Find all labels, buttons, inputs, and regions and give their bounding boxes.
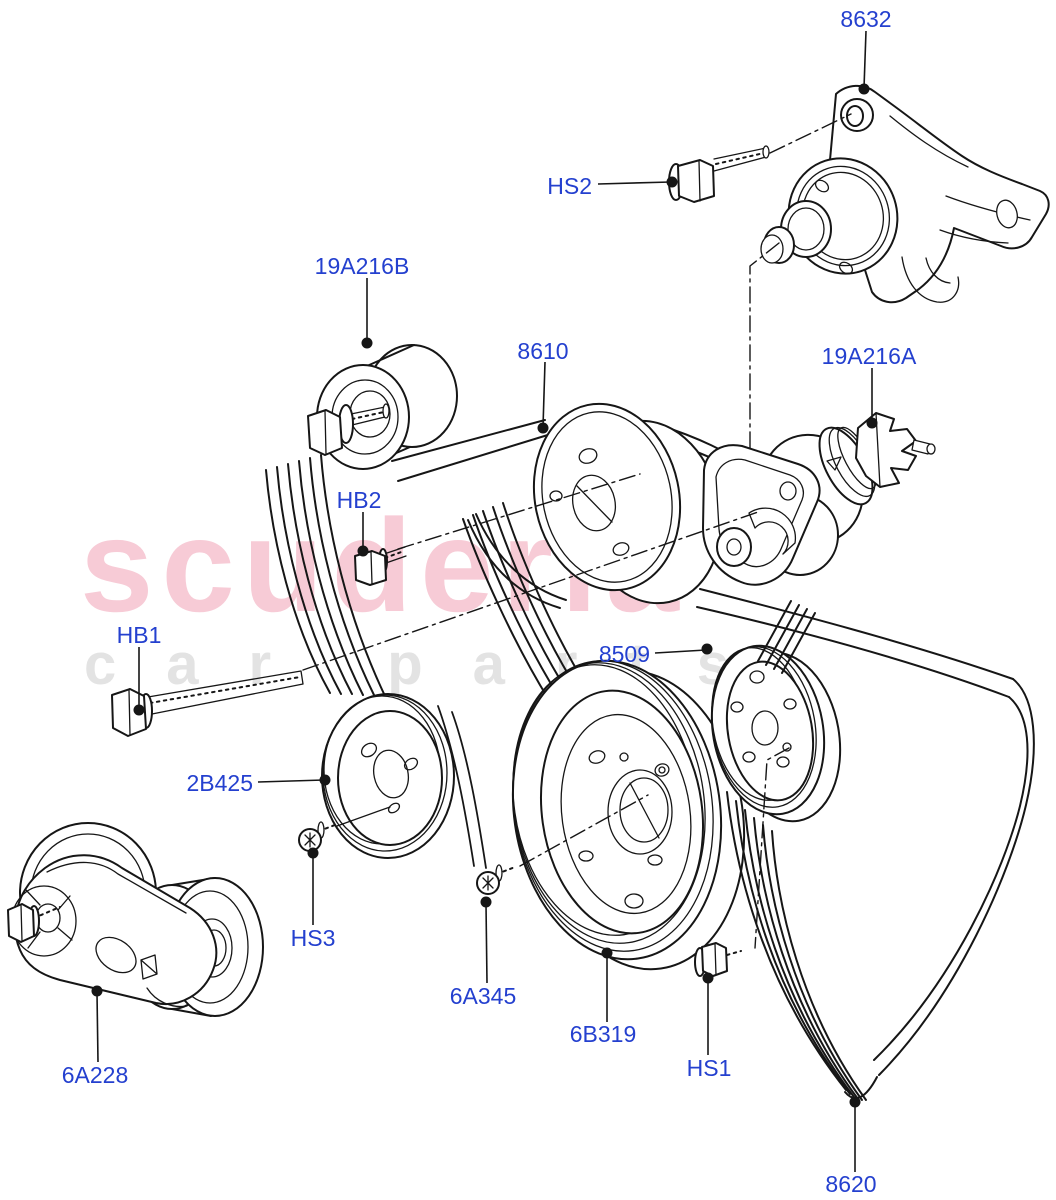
part-label-hb1: HB1	[116, 622, 162, 648]
leader-line-6a228	[96, 992, 99, 1063]
belt-run-to-crank	[462, 502, 590, 701]
centerline-hs2-axis	[769, 113, 852, 154]
idler-pulley-19a216b	[307, 344, 458, 470]
leader-line-hs2	[597, 181, 672, 185]
serpentine-belt-8620	[726, 600, 1035, 1101]
leader-dot-19a216b	[361, 337, 373, 349]
centerline-8509-axis	[754, 747, 790, 949]
screw-hs3	[298, 821, 336, 852]
part-label-8620: 8620	[825, 1171, 877, 1197]
leader-line-6a345	[485, 903, 488, 984]
leader-dot-6b319	[601, 947, 613, 959]
part-label-6a228: 6A228	[61, 1062, 129, 1088]
leader-dot-hs1	[702, 972, 714, 984]
leader-line-8509	[654, 649, 707, 654]
drive-belt-runs	[265, 419, 1014, 698]
leader-dot-8509	[701, 643, 713, 655]
part-label-8509: 8509	[598, 641, 650, 667]
part-label-6b319: 6B319	[569, 1021, 637, 1047]
centerline-hb1-axis	[302, 511, 759, 671]
screw-6a345	[476, 864, 516, 895]
leader-dot-6a228	[91, 985, 103, 997]
leader-dot-hb2	[357, 545, 369, 557]
bolt-hs1	[694, 942, 742, 977]
leader-dot-8632	[858, 83, 870, 95]
leader-dot-8620	[849, 1096, 861, 1108]
leader-dot-hs3	[307, 847, 319, 859]
part-label-8632: 8632	[840, 6, 892, 32]
leader-dot-19a216a	[866, 417, 878, 429]
part-label-8610: 8610	[517, 338, 569, 364]
part-label-2b425: 2B425	[186, 770, 253, 796]
part-label-hs1: HS1	[686, 1055, 732, 1081]
belt-tensioner-6a228	[7, 822, 264, 1017]
centerline-crank-axis	[519, 794, 649, 867]
leader-dot-hb1	[133, 704, 145, 716]
part-label-hs2: HS2	[547, 173, 592, 199]
leader-dot-8610	[537, 422, 549, 434]
centerline-hb2-axis	[397, 473, 641, 550]
crankshaft-pulley-6b319	[511, 659, 746, 971]
leader-line-8632	[863, 30, 867, 89]
belt-tensioner-19a216a	[702, 412, 936, 586]
leader-dot-6a345	[480, 896, 492, 908]
line-hs3-to-hole	[336, 806, 391, 827]
bolt-hb1	[111, 670, 304, 737]
pulley-8610	[532, 402, 723, 605]
part-label-hs3: HS3	[290, 925, 336, 951]
leader-dot-2b425	[319, 774, 331, 786]
leader-line-2b425	[257, 779, 325, 783]
part-label-19a216a: 19A216A	[821, 343, 917, 369]
part-label-hb2: HB2	[336, 487, 382, 513]
leader-line-8610	[542, 361, 546, 428]
part-label-6a345: 6A345	[449, 983, 517, 1009]
pulley-8509	[710, 644, 842, 823]
part-label-19a216b: 19A216B	[314, 253, 410, 279]
centerline-pump-axis	[749, 242, 780, 461]
leader-dot-hs2	[666, 176, 678, 188]
pulley-2b425	[321, 693, 487, 869]
